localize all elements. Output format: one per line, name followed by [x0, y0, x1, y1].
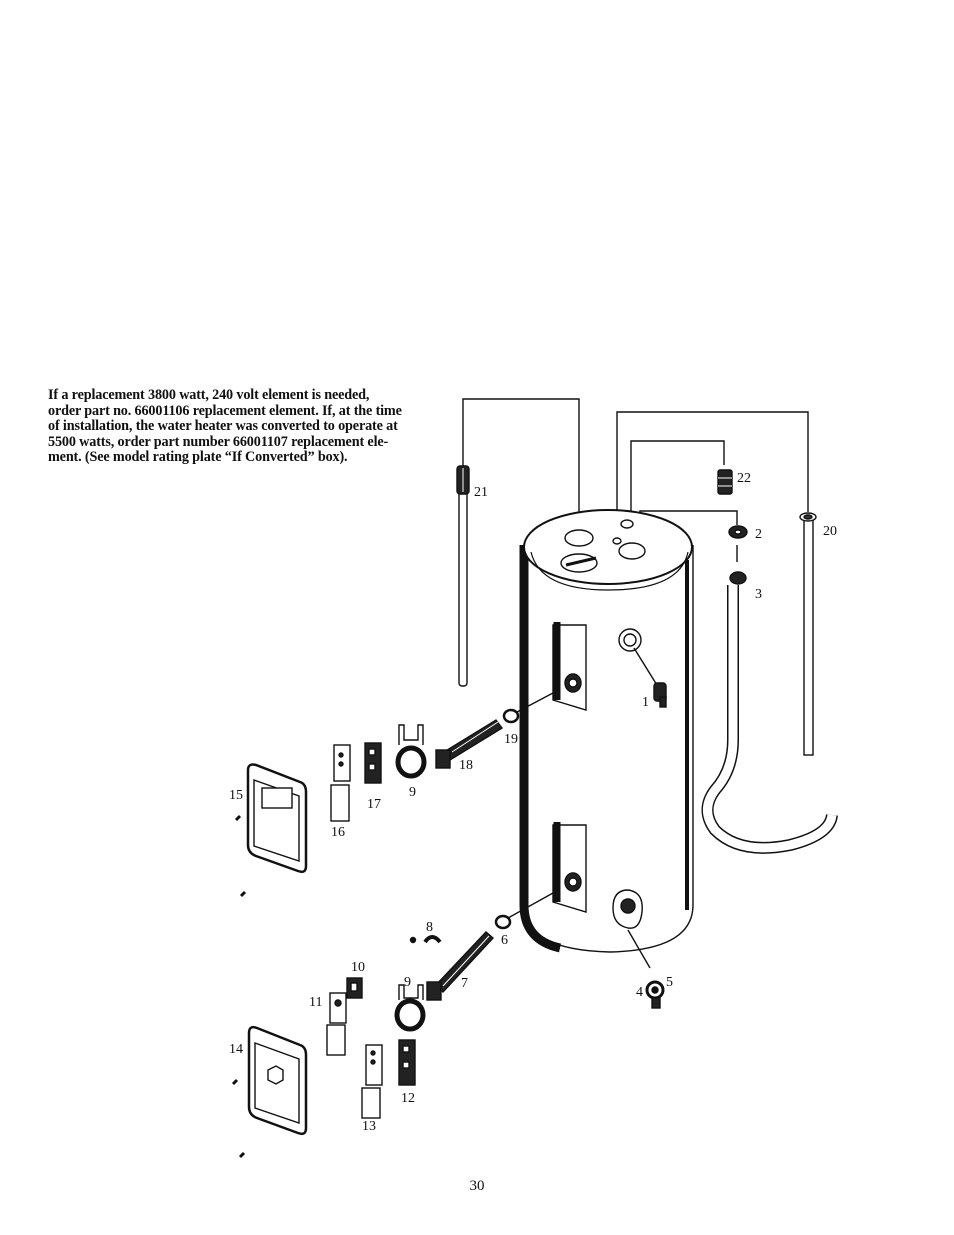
gasket-19 — [502, 692, 554, 724]
nipple-22 — [717, 469, 733, 495]
bracket-11 — [326, 992, 347, 1056]
part-label: 22 — [737, 471, 751, 486]
part-label: 20 — [823, 524, 837, 539]
part-label: 9 — [409, 785, 416, 800]
part-label: 13 — [362, 1119, 376, 1134]
washer-2 — [728, 525, 748, 539]
part-label: 18 — [459, 758, 473, 773]
part-labels: 1 2 3 4 5 6 7 8 9 9 10 11 12 13 14 15 16… — [229, 471, 837, 1134]
water-heater-tank — [519, 509, 694, 969]
bushing-8 — [409, 935, 442, 944]
drain-hose-3 — [701, 571, 838, 854]
part-label: 21 — [474, 485, 488, 500]
access-cover-14 — [231, 1025, 308, 1159]
note-line: of installation, the water heater was co… — [48, 418, 398, 435]
part-label: 1 — [642, 695, 649, 710]
part-label: 9 — [404, 975, 411, 990]
thermostat-12 — [398, 1039, 416, 1086]
part-label: 14 — [229, 1042, 243, 1057]
note-line: If a replacement 3800 watt, 240 volt ele… — [48, 387, 370, 403]
heating-element-7 — [426, 931, 495, 1001]
part-label: 3 — [755, 587, 762, 602]
dip-tube-20 — [799, 512, 817, 756]
leader-lines — [462, 398, 809, 562]
part-label: 11 — [309, 995, 322, 1010]
gasket-9-upper — [395, 724, 427, 779]
part-label: 15 — [229, 788, 243, 803]
part-label: 4 — [636, 985, 643, 1000]
gasket-9-lower — [394, 984, 426, 1032]
part-label: 2 — [755, 527, 762, 542]
limit-control-10 — [346, 977, 363, 999]
replacement-element-note: If a replacement 3800 watt, 240 volt ele… — [48, 387, 443, 466]
part-label: 5 — [666, 975, 673, 990]
bracket-13 — [361, 1044, 383, 1119]
part-label: 16 — [331, 825, 345, 840]
bracket-16 — [330, 744, 351, 822]
part-label: 7 — [461, 976, 468, 991]
page-number: 30 — [469, 1178, 485, 1194]
drain-valve-4-5 — [645, 980, 665, 1009]
note-line: 5500 watts, order part number 66001107 r… — [48, 433, 389, 450]
gasket-6 — [494, 892, 554, 930]
anode-rod-21 — [456, 465, 470, 687]
thermostat-17 — [364, 742, 382, 784]
note-line: ment. (See model rating plate “If Conver… — [48, 449, 348, 466]
part-label: 8 — [426, 920, 433, 935]
access-cover-15 — [234, 763, 308, 898]
part-label: 10 — [351, 960, 365, 975]
part-label: 6 — [501, 933, 508, 948]
part-label: 17 — [367, 797, 381, 812]
note-line: order part no. 66001106 replacement elem… — [48, 402, 402, 419]
relief-valve-1 — [653, 682, 667, 708]
part-label: 19 — [504, 732, 518, 747]
part-label: 12 — [401, 1091, 415, 1106]
heating-element-18 — [435, 719, 504, 769]
